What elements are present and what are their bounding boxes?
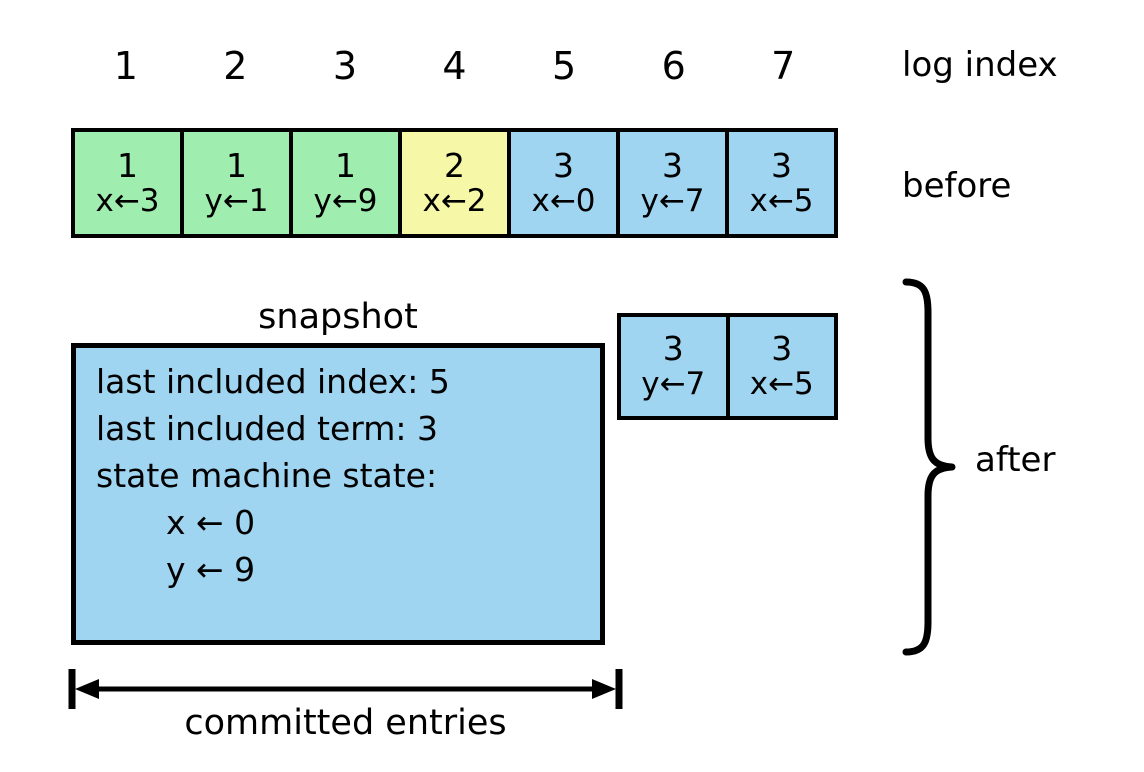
snapshot-caption: snapshot bbox=[258, 297, 418, 337]
log-entry-command: x←3 bbox=[95, 182, 160, 219]
log-entry: 3 y←7 bbox=[620, 132, 729, 234]
log-entry-term: 1 bbox=[335, 145, 356, 185]
log-entry-term: 1 bbox=[117, 145, 138, 185]
log-entry: 3 x←5 bbox=[729, 132, 834, 234]
log-entry-term: 2 bbox=[444, 145, 465, 185]
after-log-row: 3 y←7 3 x←5 bbox=[617, 313, 838, 420]
log-entry-command: y←7 bbox=[640, 182, 705, 219]
log-entry-term: 3 bbox=[771, 329, 793, 368]
log-entry-term: 1 bbox=[226, 145, 247, 185]
log-entry: 3 x←0 bbox=[511, 132, 620, 234]
snapshot-last-included-term: last included term: 3 bbox=[96, 409, 438, 448]
log-entry: 3 x←5 bbox=[729, 317, 834, 416]
log-entry-term: 3 bbox=[662, 145, 683, 185]
snapshot-state-var-y: y ← 9 bbox=[166, 550, 256, 589]
committed-entries-measure bbox=[67, 667, 624, 711]
log-entry-command: y←9 bbox=[313, 182, 378, 219]
snapshot-state-machine-header: state machine state: bbox=[96, 456, 438, 495]
snapshot-box: last included index: 5 last included ter… bbox=[71, 343, 605, 645]
log-entry-term: 3 bbox=[771, 145, 792, 185]
log-entry-command: x←0 bbox=[531, 182, 596, 219]
log-entry: 1 y←9 bbox=[293, 132, 402, 234]
log-entry-command: x←5 bbox=[749, 182, 814, 219]
log-index-label: 3 bbox=[332, 44, 358, 88]
log-index-label: 4 bbox=[442, 44, 467, 88]
log-index-label: 1 bbox=[113, 44, 138, 88]
log-index-row: 1 2 3 4 5 6 7 bbox=[71, 38, 838, 94]
log-entry: 2 x←2 bbox=[402, 132, 511, 234]
log-entry-command: y←7 bbox=[641, 366, 706, 402]
log-entry-command: x←5 bbox=[749, 366, 814, 402]
log-entry: 3 y←7 bbox=[621, 317, 730, 416]
log-index-label: 6 bbox=[661, 44, 686, 88]
log-index-caption: log index bbox=[902, 45, 1058, 85]
log-entry-command: x←2 bbox=[422, 182, 487, 219]
log-entry: 1 x←3 bbox=[75, 132, 184, 234]
log-entry: 1 y←1 bbox=[184, 132, 293, 234]
committed-entries-label: committed entries bbox=[184, 703, 507, 743]
after-caption: after bbox=[975, 440, 1056, 480]
log-entry-term: 3 bbox=[662, 329, 684, 368]
before-log-row: 1 x←3 1 y←1 1 y←9 2 x←2 3 x←0 3 y←7 3 x←… bbox=[71, 128, 838, 238]
log-index-label: 2 bbox=[223, 44, 248, 88]
before-caption: before bbox=[902, 166, 1012, 206]
log-index-label: 7 bbox=[771, 44, 796, 88]
log-entry-command: y←1 bbox=[204, 182, 269, 219]
after-brace-icon bbox=[900, 278, 970, 656]
snapshot-last-included-index: last included index: 5 bbox=[96, 362, 450, 401]
log-entry-term: 3 bbox=[553, 145, 574, 185]
snapshot-state-var-x: x ← 0 bbox=[166, 503, 256, 542]
log-index-label: 5 bbox=[552, 44, 577, 88]
